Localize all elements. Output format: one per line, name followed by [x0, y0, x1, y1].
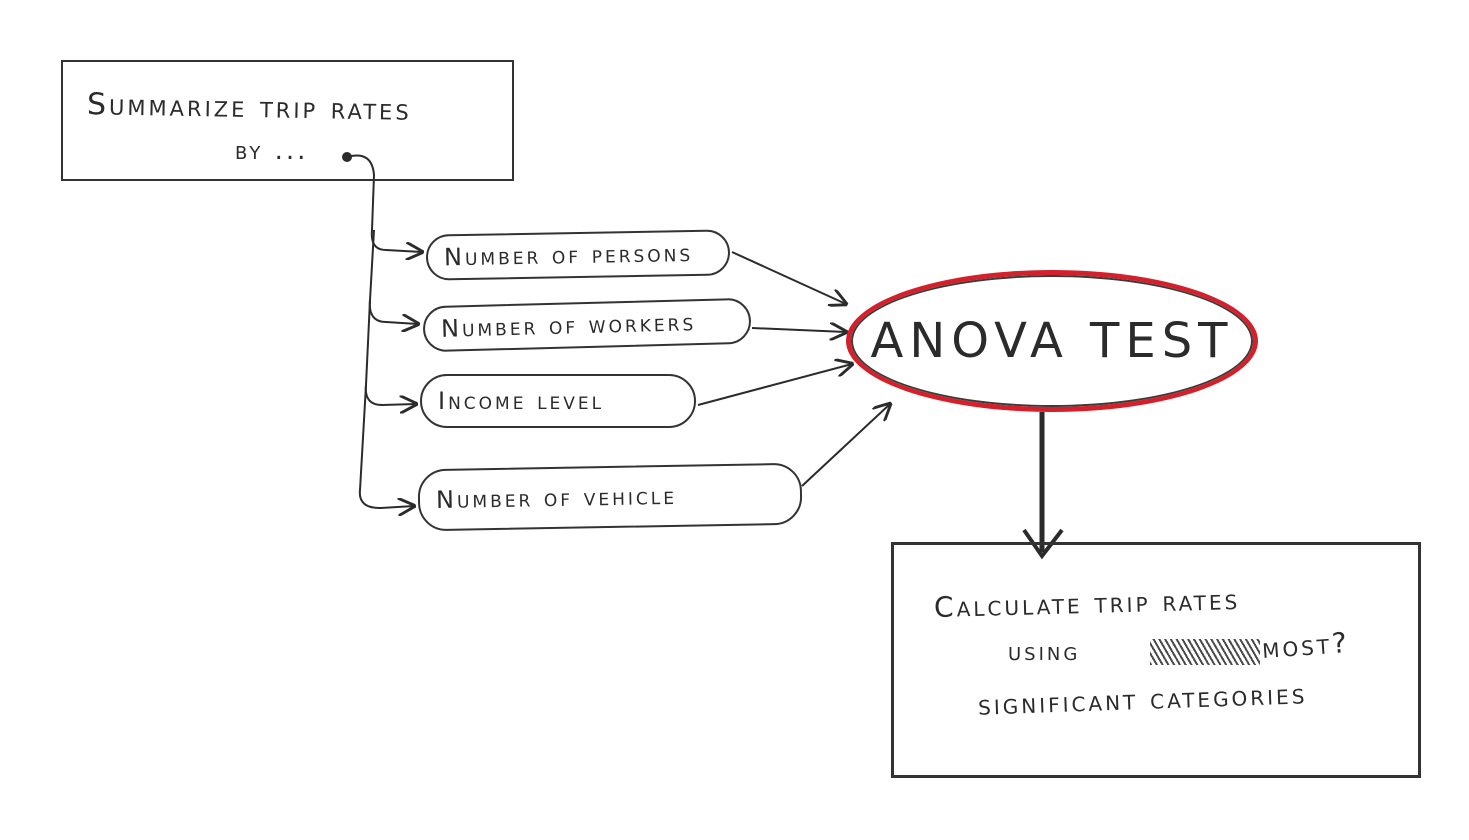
category-node-persons: Number of persons — [425, 229, 731, 281]
income-to-anova-arrow — [697, 364, 852, 406]
category-node-vehicles: Number of vehicle — [417, 462, 803, 532]
branch-to-workers — [368, 229, 418, 324]
category-to-anova-connectors — [697, 251, 890, 487]
calculate-label-line3: significant categories — [977, 677, 1308, 722]
branch-to-persons — [346, 154, 422, 252]
calculate-label-line1: Calculate trip rates — [933, 582, 1241, 625]
branch-connector — [342, 152, 422, 508]
calculate-label-line2a: using — [1008, 637, 1081, 667]
category-label: Income level — [438, 387, 605, 415]
summarize-label-line2: by ... — [235, 136, 309, 166]
crossed-out-scribble — [1150, 639, 1260, 665]
anova-to-calculate-connector — [1022, 412, 1064, 560]
persons-to-anova-arrow — [731, 251, 846, 304]
category-node-income: Income level — [420, 374, 696, 428]
category-node-workers: Number of workers — [422, 297, 752, 353]
calculate-label-line2b: most? — [1260, 625, 1351, 666]
category-label: Number of workers — [440, 308, 697, 343]
branch-to-vehicles — [358, 384, 414, 508]
vehicles-to-anova-arrow — [801, 404, 890, 487]
anova-label: ANOVA TEST — [870, 313, 1234, 369]
category-label: Number of persons — [443, 238, 694, 272]
summarize-label-line1: Summarize trip rates — [86, 87, 412, 128]
anova-test-node: ANOVA TEST — [846, 270, 1258, 412]
anova-to-calculate-arrowhead — [1022, 528, 1064, 560]
calculate-node: Calculate trip rates using most? signifi… — [891, 542, 1421, 778]
workers-to-anova-arrow — [751, 328, 846, 332]
category-label: Number of vehicle — [435, 481, 678, 515]
summarize-node: Summarize trip rates by ... — [61, 60, 514, 181]
